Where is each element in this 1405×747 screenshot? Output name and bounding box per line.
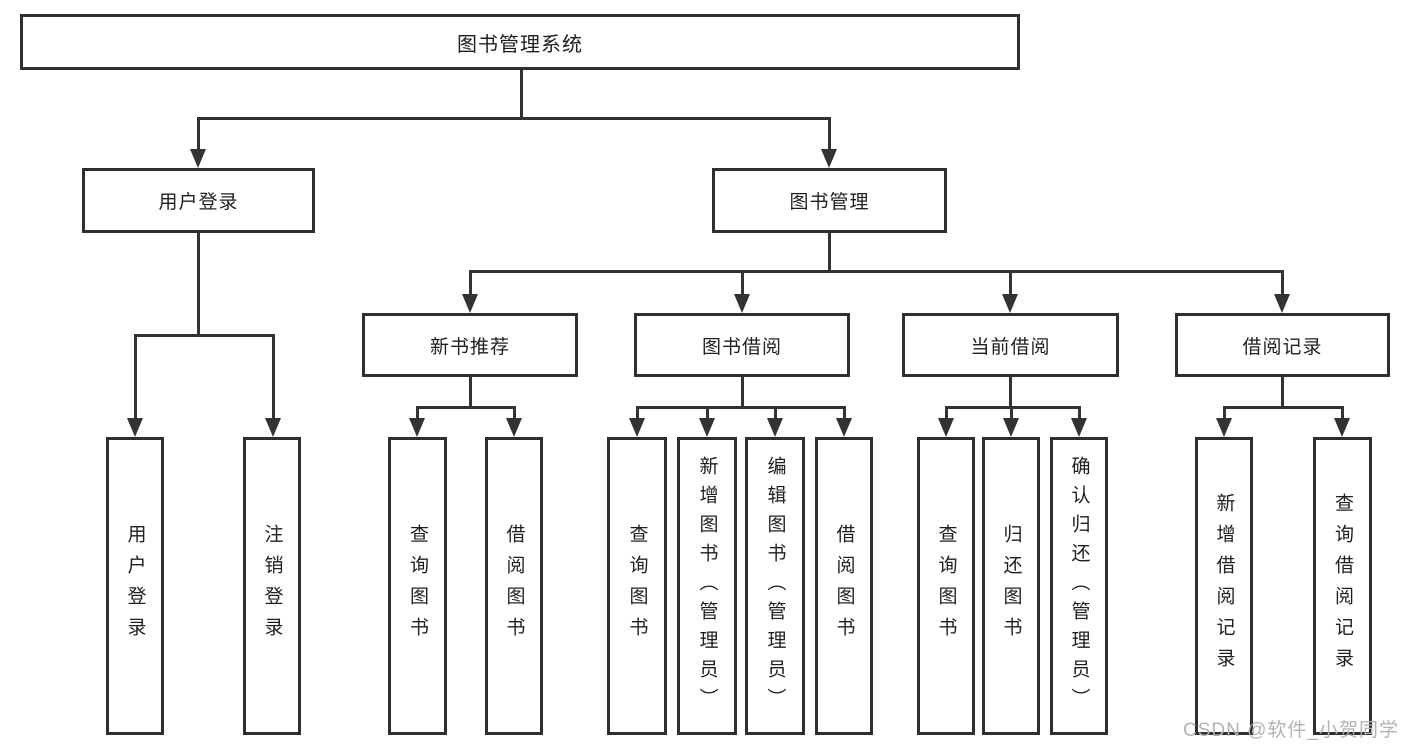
connector-line <box>272 335 275 421</box>
node-leaf-add-books-admin-label: 新增图书（管理员） <box>696 455 718 717</box>
connector-line <box>828 118 831 153</box>
connector-line <box>1009 377 1012 408</box>
connector-line <box>774 407 777 422</box>
arrow-down-icon <box>767 418 783 437</box>
connector-line <box>197 117 831 120</box>
node-leaf-user-login: 用户登录 <box>106 437 164 735</box>
connector-line <box>706 407 709 422</box>
connector-line <box>520 70 523 119</box>
connector-line <box>469 271 472 297</box>
arrow-down-icon <box>462 294 478 313</box>
arrow-down-icon <box>127 418 143 437</box>
connector-line <box>828 233 831 272</box>
connector-line <box>945 406 1081 409</box>
node-new-book-recommend-label: 新书推荐 <box>429 336 510 358</box>
node-leaf-query-books-3-label: 查询图书 <box>935 524 957 648</box>
node-book-management: 图书管理 <box>712 168 947 233</box>
arrow-down-icon <box>1334 418 1350 437</box>
node-leaf-logout-label: 注销登录 <box>261 524 283 648</box>
node-leaf-user-login-label: 用户登录 <box>124 524 146 648</box>
connector-line <box>513 407 516 422</box>
node-leaf-edit-books-admin-label: 编辑图书（管理员） <box>764 455 786 717</box>
arrow-down-icon <box>734 294 750 313</box>
arrow-down-icon <box>1003 418 1019 437</box>
connector-line <box>1281 271 1284 297</box>
connector-line <box>1341 407 1344 422</box>
node-borrowing-records-label: 借阅记录 <box>1242 336 1323 358</box>
arrow-down-icon <box>1002 294 1018 313</box>
node-book-management-label: 图书管理 <box>789 192 870 213</box>
node-user-login-label: 用户登录 <box>158 192 239 213</box>
connector-line <box>741 377 744 408</box>
node-book-borrowing: 图书借阅 <box>634 313 850 377</box>
arrow-down-icon <box>1274 294 1290 313</box>
arrow-down-icon <box>629 418 645 437</box>
node-leaf-borrow-books-1-label: 借阅图书 <box>503 524 525 648</box>
node-leaf-add-books-admin: 新增图书（管理员） <box>677 437 737 735</box>
node-leaf-return-books: 归还图书 <box>982 437 1040 735</box>
node-book-borrowing-label: 图书借阅 <box>701 336 782 358</box>
connector-line <box>636 406 846 409</box>
node-leaf-query-books-1-label: 查询图书 <box>407 524 428 648</box>
node-leaf-return-books-label: 归还图书 <box>1000 524 1022 648</box>
arrow-down-icon <box>265 418 281 437</box>
arrow-down-icon <box>1071 418 1087 437</box>
node-leaf-edit-books-admin: 编辑图书（管理员） <box>745 437 805 735</box>
connector-line <box>1078 407 1081 422</box>
connector-line <box>1223 407 1226 422</box>
connector-line <box>469 270 1284 273</box>
connector-line <box>636 407 639 422</box>
connector-line <box>416 407 419 422</box>
node-current-borrowing: 当前借阅 <box>902 313 1119 377</box>
node-leaf-confirm-return-admin: 确认归还（管理员） <box>1050 437 1108 735</box>
connector-line <box>1010 407 1013 422</box>
csdn-watermark: CSDN @软件_小贺同学 <box>1183 720 1399 741</box>
node-leaf-query-books-1: 查询图书 <box>388 437 447 735</box>
connector-line <box>1223 406 1344 409</box>
node-leaf-add-borrow-record-label: 新增借阅记录 <box>1213 493 1235 679</box>
connector-line <box>197 233 200 336</box>
connector-line <box>1009 271 1012 297</box>
arrow-down-icon <box>506 418 522 437</box>
node-leaf-query-books-2-label: 查询图书 <box>626 524 648 648</box>
node-current-borrowing-label: 当前借阅 <box>970 336 1051 358</box>
connector-line <box>945 407 948 422</box>
node-leaf-query-books-2: 查询图书 <box>607 437 667 735</box>
arrow-down-icon <box>190 149 206 168</box>
node-leaf-add-borrow-record: 新增借阅记录 <box>1195 437 1253 735</box>
arrow-down-icon <box>836 418 852 437</box>
node-leaf-borrow-books-2: 借阅图书 <box>815 437 873 735</box>
node-user-login: 用户登录 <box>82 168 315 233</box>
node-borrowing-records: 借阅记录 <box>1175 313 1390 377</box>
arrow-down-icon <box>409 418 425 437</box>
connector-line <box>134 334 275 337</box>
connector-line <box>1281 377 1284 408</box>
arrow-down-icon <box>699 418 715 437</box>
node-leaf-borrow-books-1: 借阅图书 <box>485 437 543 735</box>
node-new-book-recommend: 新书推荐 <box>362 313 578 377</box>
node-leaf-query-books-3: 查询图书 <box>917 437 975 735</box>
connector-line <box>741 271 744 297</box>
node-leaf-confirm-return-admin-label: 确认归还（管理员） <box>1068 455 1090 717</box>
connector-line <box>843 407 846 422</box>
connector-line <box>469 377 472 408</box>
node-root-label: 图书管理系统 <box>457 33 583 56</box>
connector-line <box>134 335 137 421</box>
node-leaf-borrow-books-2-label: 借阅图书 <box>833 524 855 648</box>
arrow-down-icon <box>821 149 837 168</box>
arrow-down-icon <box>938 418 954 437</box>
node-leaf-logout: 注销登录 <box>243 437 301 735</box>
connector-line <box>197 118 200 153</box>
node-leaf-query-borrow-record: 查询借阅记录 <box>1313 437 1372 735</box>
connector-line <box>416 406 516 409</box>
node-root: 图书管理系统 <box>20 14 1020 70</box>
node-leaf-query-borrow-record-label: 查询借阅记录 <box>1332 493 1353 679</box>
arrow-down-icon <box>1216 418 1232 437</box>
